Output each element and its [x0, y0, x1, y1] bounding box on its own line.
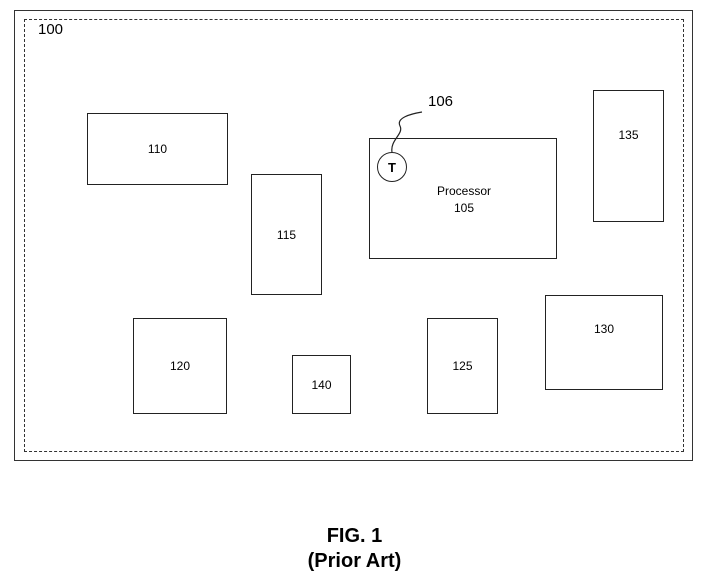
component-130: 130 — [545, 295, 663, 390]
sensor-ref-label: 106 — [428, 93, 454, 110]
component-135: 135 — [593, 90, 664, 222]
figure-title: FIG. 1 — [326, 525, 383, 547]
leader-line-106 — [391, 111, 423, 153]
figure-subtitle: (Prior Art) — [307, 550, 402, 572]
board-boundary-dashed — [24, 19, 684, 452]
component-125: 125 — [427, 318, 498, 414]
component-140: 140 — [292, 355, 351, 414]
temperature-sensor-icon: T — [377, 152, 407, 182]
component-115: 115 — [251, 174, 322, 295]
board-label: 100 — [38, 21, 64, 38]
component-120: 120 — [133, 318, 227, 414]
processor-number: 105 — [453, 201, 475, 215]
circuit-board-outline — [14, 10, 693, 461]
processor-block: Processor 105 — [369, 138, 557, 259]
component-110: 110 — [87, 113, 228, 185]
processor-name: Processor — [436, 184, 492, 198]
